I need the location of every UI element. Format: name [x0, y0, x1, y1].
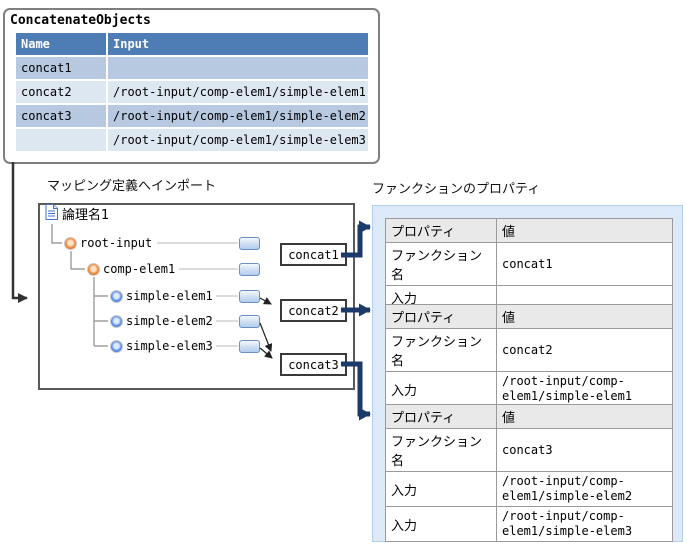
cell-input: /root-input/comp-elem1/simple-elem1 [108, 81, 368, 103]
tree-item-label: root-input [80, 236, 153, 250]
properties-row: 入力 /root-input/comp-elem1/simple-elem2 [385, 471, 673, 507]
function-box-label: concat3 [288, 357, 339, 372]
mapping-port-icon [239, 290, 260, 303]
cell-name: concat2 [16, 81, 106, 103]
tree-item-simple-elem3: simple-elem3 [111, 339, 213, 353]
property-name: ファンクション名 [385, 242, 497, 286]
cell-name: concat1 [16, 57, 106, 79]
complex-element-icon [88, 263, 99, 275]
tree-item-label: 論理名1 [62, 207, 110, 223]
tree-item-label: simple-elem2 [126, 314, 213, 328]
document-icon [45, 203, 58, 223]
tree-item-label: comp-elem1 [103, 262, 176, 276]
table-row: concat3 /root-input/comp-elem1/simple-el… [16, 105, 368, 127]
property-name: 入力 [385, 506, 497, 542]
table-row: concat2 /root-input/comp-elem1/simple-el… [16, 81, 368, 103]
property-value: concat3 [496, 428, 673, 472]
header-value: 値 [496, 218, 673, 243]
property-value: /root-input/comp-elem1/simple-elem1 [496, 371, 673, 407]
mapping-port-icon [239, 263, 260, 276]
property-value: /root-input/comp-elem1/simple-elem3 [496, 506, 673, 542]
properties-table-concat2: プロパティ 値 ファンクション名 concat2 入力 /root-input/… [385, 304, 673, 407]
column-header-input: Input [108, 33, 368, 55]
properties-row: ファンクション名 concat3 [385, 428, 673, 472]
simple-element-icon [111, 290, 122, 302]
property-value: /root-input/comp-elem1/simple-elem2 [496, 471, 673, 507]
tree-item-root-input: root-input [65, 236, 152, 250]
column-header-name: Name [16, 33, 106, 55]
properties-table-concat3: プロパティ 値 ファンクション名 concat3 入力 /root-input/… [385, 404, 673, 542]
tree-item-simple-elem2: simple-elem2 [111, 314, 213, 328]
property-value: concat2 [496, 328, 673, 372]
properties-header-row: プロパティ 値 [385, 304, 673, 329]
cell-name: concat3 [16, 105, 106, 127]
properties-header-row: プロパティ 値 [385, 218, 673, 243]
tree-item-label: simple-elem1 [126, 289, 213, 303]
tree-item-label: simple-elem3 [126, 339, 213, 353]
function-properties-panel: プロパティ 値 ファンクション名 concat1 入力 プロパティ 値 ファンク… [372, 205, 683, 542]
properties-row: ファンクション名 concat2 [385, 328, 673, 372]
import-arrow [11, 162, 28, 303]
property-name: 入力 [385, 371, 497, 407]
table-row: /root-input/comp-elem1/simple-elem3 [16, 129, 368, 151]
simple-element-icon [111, 340, 122, 352]
header-value: 値 [496, 404, 673, 429]
simple-element-icon [111, 315, 122, 327]
cell-input: /root-input/comp-elem1/simple-elem3 [108, 129, 368, 151]
property-name: ファンクション名 [385, 428, 497, 472]
complex-element-icon [65, 237, 76, 249]
concatenate-objects-box: ConcatenateObjects Name Input concat1 co… [3, 8, 380, 164]
mapping-port-icon [239, 237, 260, 250]
tree-item-simple-elem1: simple-elem1 [111, 289, 213, 303]
header-property: プロパティ [385, 218, 497, 243]
header-property: プロパティ [385, 404, 497, 429]
function-box-concat2: concat2 [280, 299, 347, 322]
mapping-port-icon [239, 340, 260, 353]
properties-header-row: プロパティ 値 [385, 404, 673, 429]
property-name: ファンクション名 [385, 328, 497, 372]
function-box-concat3: concat3 [280, 353, 347, 376]
header-value: 値 [496, 304, 673, 329]
function-box-label: concat2 [288, 303, 339, 318]
cell-input [108, 57, 368, 79]
header-property: プロパティ [385, 304, 497, 329]
concatenate-objects-table: Name Input concat1 concat2 /root-input/c… [14, 31, 370, 153]
property-value: concat1 [496, 242, 673, 286]
table-row: concat1 [16, 57, 368, 79]
cell-input: /root-input/comp-elem1/simple-elem2 [108, 105, 368, 127]
table-header-row: Name Input [16, 33, 368, 55]
function-box-concat1: concat1 [280, 243, 347, 266]
mapping-pane-label: マッピング定義へインポート [47, 179, 217, 194]
mapping-port-icon [239, 315, 260, 328]
properties-panel-label: ファンクションのプロパティ [372, 182, 541, 197]
properties-row: 入力 /root-input/comp-elem1/simple-elem1 [385, 371, 673, 407]
properties-table-concat1: プロパティ 値 ファンクション名 concat1 入力 [385, 218, 673, 310]
function-box-label: concat1 [288, 247, 339, 262]
cell-name [16, 129, 106, 151]
properties-row: ファンクション名 concat1 [385, 242, 673, 286]
property-name: 入力 [385, 471, 497, 507]
tree-item-document: 論理名1 [45, 203, 110, 223]
concatenate-objects-title: ConcatenateObjects [10, 13, 151, 28]
tree-item-comp-elem1: comp-elem1 [88, 262, 175, 276]
properties-row: 入力 /root-input/comp-elem1/simple-elem3 [385, 506, 673, 542]
